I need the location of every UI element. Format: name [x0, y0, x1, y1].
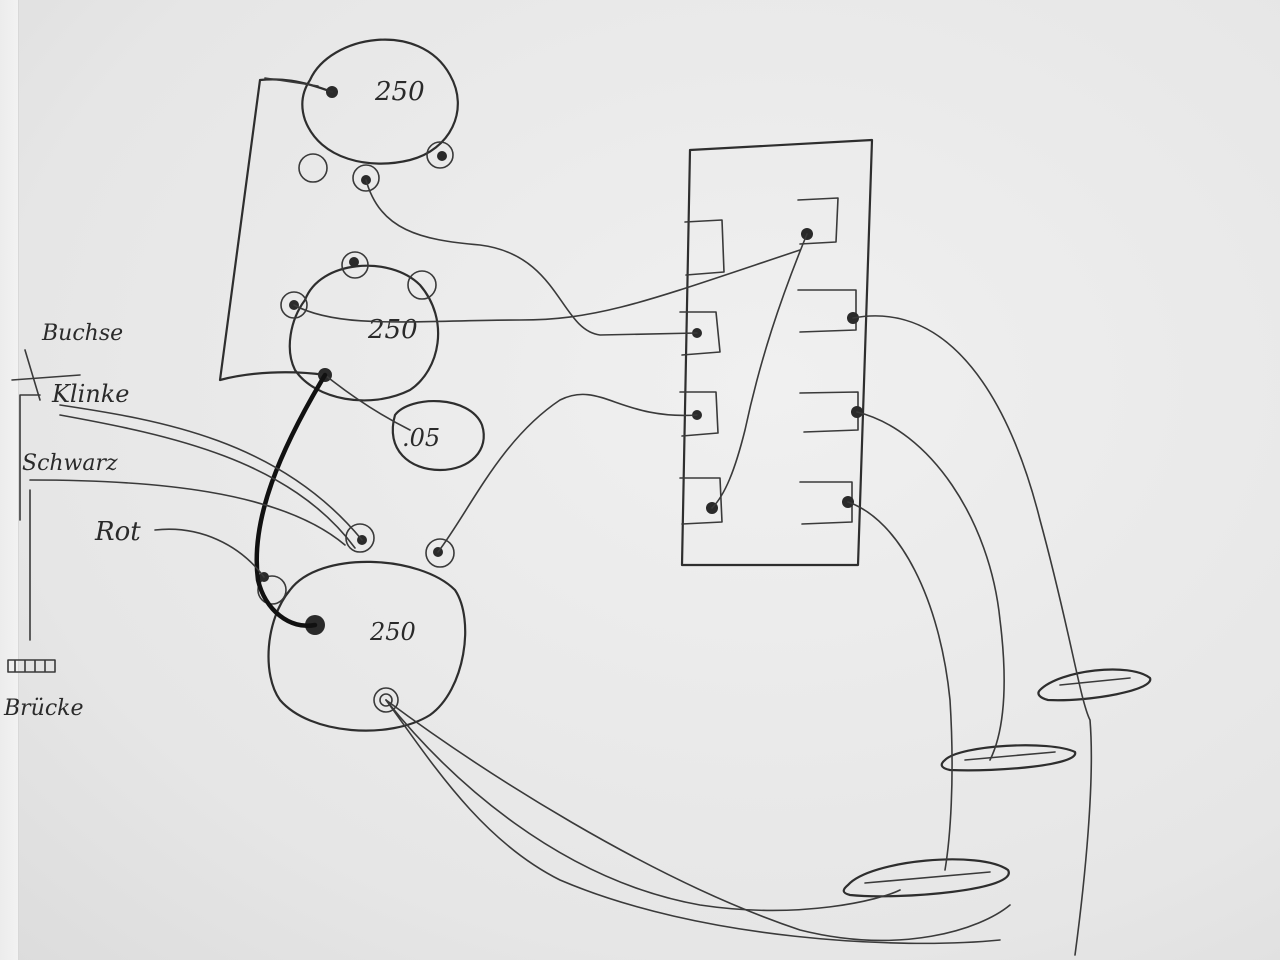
wire-switch-bridge-pickup [852, 315, 1093, 956]
pot-2-tab-top [341, 251, 369, 279]
wire-pot3-neck [385, 699, 901, 912]
label-klinke: Klinke [51, 380, 129, 408]
wire-rot [154, 528, 265, 578]
wire-jack-hot-1 [59, 404, 363, 541]
wire-switch-middle-pickup [856, 411, 1005, 761]
wire-bold-link [254, 372, 328, 629]
pickup-bridge-poles [1059, 677, 1131, 686]
switch-body [680, 138, 874, 567]
jack-symbol [11, 349, 81, 401]
pot-1-tab-right [426, 141, 454, 169]
pot-3-tab-right [425, 538, 455, 568]
switch-contact-r2 [797, 289, 857, 333]
wire-jack-left [19, 394, 41, 521]
potentiometer-3: 250 [257, 523, 467, 732]
bridge-symbol [7, 659, 56, 673]
label-schwarz: Schwarz [22, 451, 118, 476]
switch-contact-r3 [799, 391, 859, 433]
wire-pot1-switch [365, 179, 698, 336]
label-bruecke: Brücke [3, 696, 84, 721]
pickup-middle [940, 744, 1077, 772]
wire-schwarz [29, 479, 346, 546]
capacitor: .05 [391, 399, 485, 472]
pot-2-body [288, 264, 440, 402]
pot-3-tab-bottom [373, 687, 399, 713]
pot-3-lug-bottom [379, 693, 393, 707]
switch-contact-l3 [679, 391, 719, 437]
wire-pot3-switch [437, 393, 698, 553]
wire-jack-hot-2 [59, 414, 356, 549]
pickup-neck-body [842, 858, 1010, 898]
paper-edge [0, 0, 19, 960]
pot-3-tab-left [345, 523, 375, 553]
label-buchse: Buchse [41, 321, 123, 346]
potentiometer-1: 250 [298, 38, 459, 192]
pickup-neck [842, 858, 1010, 898]
pot-2-tab-right [407, 270, 437, 300]
switch-contact-r1 [797, 197, 839, 245]
pickup-middle-body [940, 744, 1077, 772]
pot-1-value: 250 [374, 77, 425, 107]
wire-switch-neck-pickup [847, 501, 953, 871]
pot-3-value: 250 [369, 618, 416, 646]
wire-switch-diagonal [711, 233, 808, 509]
pot-3-tab-ground [257, 575, 287, 605]
wire-pot2-switch [293, 249, 801, 323]
selector-switch [679, 138, 874, 567]
pot-1-body [301, 38, 459, 165]
switch-contact-l4 [679, 477, 723, 525]
wire-pot2-cap [324, 374, 411, 431]
pickup-bridge-body [1037, 668, 1152, 702]
pot-1-tab-middle [352, 164, 380, 192]
pot-2-lug-top [349, 257, 359, 267]
pickup-neck-poles [864, 871, 991, 884]
pot-2-value: 250 [367, 315, 418, 345]
wire-pot3-bridge [385, 699, 1001, 945]
wire-ground-bus [218, 78, 334, 382]
pot-1-lug-right [437, 151, 447, 161]
pot-3-body [267, 560, 467, 732]
wire-ground-stub [264, 77, 319, 87]
switch-contact-l1 [684, 219, 725, 276]
potentiometer-2: 250 [280, 251, 440, 402]
capacitor-body [391, 399, 485, 472]
wire-pot3-middle [385, 699, 1011, 942]
pickup-bridge [1037, 668, 1152, 702]
pot-1-tab-ground [298, 153, 328, 183]
pickup-middle-poles [964, 751, 1056, 761]
switch-contact-l2 [679, 311, 721, 356]
label-rot: Rot [94, 517, 141, 547]
pot-2-tab-left [280, 291, 308, 319]
wires [7, 77, 1093, 956]
